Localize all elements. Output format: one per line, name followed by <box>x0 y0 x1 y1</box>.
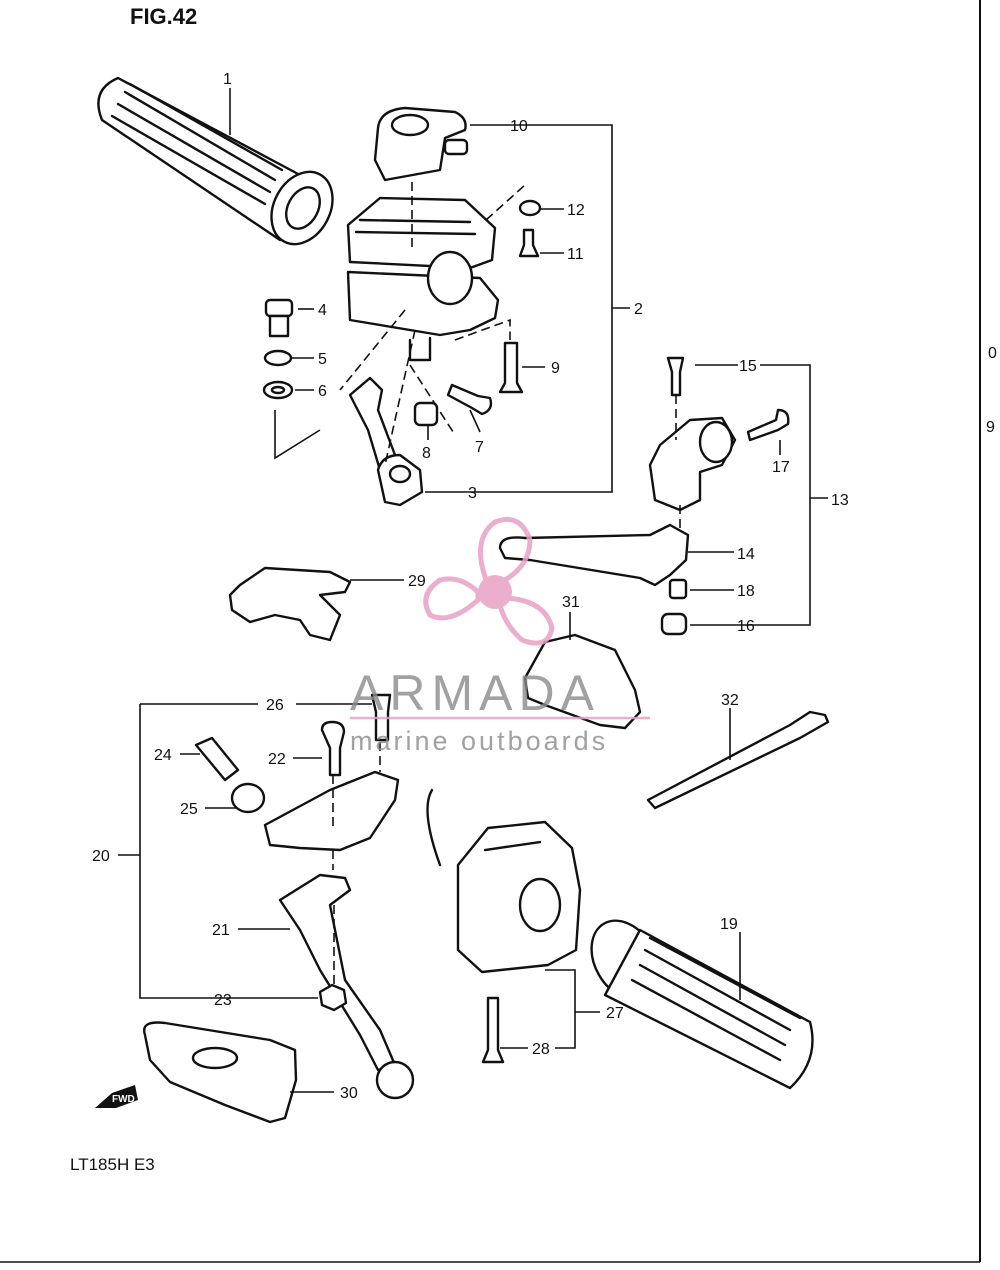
throttle-lever-part <box>348 376 424 507</box>
switch-housing-part-27 <box>456 820 582 974</box>
throttle-cover-part <box>373 106 469 182</box>
callout-5: 5 <box>318 351 327 368</box>
nut-part-16 <box>660 612 688 636</box>
lever-bracket-part <box>648 416 737 512</box>
bolt-part-4 <box>264 298 294 338</box>
callout-14: 14 <box>737 546 755 563</box>
cover-part-30 <box>143 1021 298 1124</box>
cover-part-31 <box>523 633 642 730</box>
callout-numbers: 1 2 3 4 5 6 7 8 9 10 11 12 13 14 15 16 1… <box>92 71 849 1102</box>
washer-part-6 <box>262 380 294 400</box>
callout-13: 13 <box>831 492 849 509</box>
locknut-part-25 <box>230 782 266 814</box>
model-code: LT185H E3 <box>70 1155 155 1174</box>
callout-1: 1 <box>223 71 232 88</box>
callout-8: 8 <box>422 445 431 462</box>
nut-part-23 <box>318 983 348 1012</box>
callout-11: 11 <box>567 246 584 263</box>
callout-12: 12 <box>567 202 585 219</box>
callout-3: 3 <box>468 485 477 502</box>
callout-31: 31 <box>562 594 580 611</box>
callout-21: 21 <box>212 922 230 939</box>
brake-lever-part-14 <box>498 523 690 587</box>
washer-part-5 <box>263 349 293 367</box>
svg-text:FWD: FWD <box>112 1094 135 1105</box>
callout-7: 7 <box>475 439 484 456</box>
callout-26: 26 <box>266 697 284 714</box>
callout-28: 28 <box>532 1041 550 1058</box>
clutch-bracket-part <box>263 770 400 852</box>
callout-27: 27 <box>606 1005 624 1022</box>
callout-15: 15 <box>739 358 757 375</box>
callout-20: 20 <box>92 848 110 865</box>
watermark-brand: ARMADA <box>350 665 600 721</box>
bolt-part-22 <box>320 720 346 777</box>
left-grip-part <box>97 76 334 246</box>
armada-watermark: ARMADA marine outboards <box>350 516 650 756</box>
callout-29: 29 <box>408 573 426 590</box>
bracket-part-29 <box>228 566 352 642</box>
right-grip-part-19 <box>590 919 814 1090</box>
fwd-arrow-icon: FWD <box>95 1085 138 1108</box>
nut-part-8 <box>413 401 439 427</box>
bolt-part-17 <box>746 408 790 442</box>
nut-part-12 <box>518 199 542 217</box>
callout-25: 25 <box>180 801 198 818</box>
callout-10: 10 <box>510 118 528 135</box>
callout-22: 22 <box>268 751 286 768</box>
callout-17: 17 <box>772 459 790 476</box>
screw-part-11 <box>518 228 540 258</box>
throttle-housing-part <box>346 196 500 362</box>
callout-32: 32 <box>721 692 739 709</box>
figure-title: FIG.42 <box>130 4 197 29</box>
callout-2: 2 <box>634 301 643 318</box>
callout-23: 23 <box>214 992 232 1009</box>
lever-ball-end <box>375 1060 415 1100</box>
cable-tie-part-32 <box>646 710 830 810</box>
callout-19: 19 <box>720 916 738 933</box>
watermark-tagline: marine outboards <box>350 726 608 756</box>
callout-4: 4 <box>318 302 327 319</box>
callout-30: 30 <box>340 1085 358 1102</box>
bolt-part-9 <box>498 341 524 394</box>
propeller-logo-icon <box>423 516 555 646</box>
screw-part-28 <box>481 996 505 1064</box>
edge-mark-bottom: 9 <box>986 419 995 436</box>
callout-24: 24 <box>154 747 172 764</box>
screw-part-15 <box>666 356 685 397</box>
clutch-lever-part-21 <box>278 873 397 1072</box>
edge-mark-top: 0 <box>988 345 997 362</box>
adjuster-part-24 <box>194 736 240 782</box>
collar-part-18 <box>668 578 688 600</box>
callout-18: 18 <box>737 583 755 600</box>
callout-16: 16 <box>737 618 755 635</box>
screw-part-7 <box>446 383 493 416</box>
callout-9: 9 <box>551 360 560 377</box>
leader-lines <box>118 88 828 1093</box>
callout-6: 6 <box>318 383 327 400</box>
